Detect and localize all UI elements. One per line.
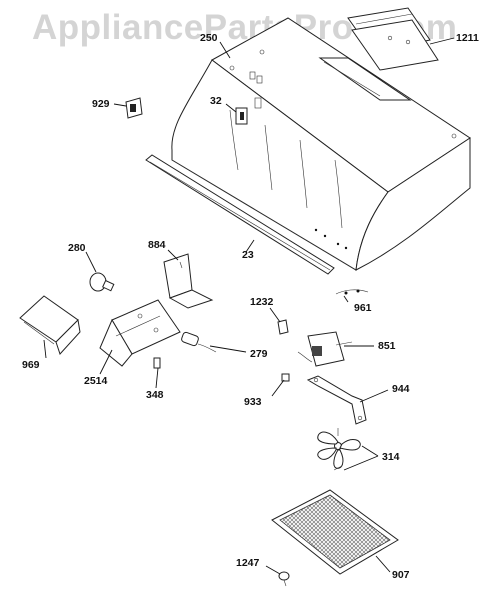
callout-1232: 1232 xyxy=(250,296,274,308)
callout-944: 944 xyxy=(392,383,410,395)
callout-2514: 2514 xyxy=(84,375,108,387)
capacitor xyxy=(181,331,217,353)
light-lens-cover xyxy=(19,295,81,355)
callout-279: 279 xyxy=(250,348,268,360)
callout-250: 250 xyxy=(200,32,218,44)
callout-348: 348 xyxy=(146,389,164,401)
callout-labels: 250 1211 929 32 23 280 884 1232 961 969 … xyxy=(22,32,479,581)
callout-314: 314 xyxy=(382,451,400,463)
wire-clip xyxy=(281,373,290,382)
fan-motor xyxy=(297,331,353,367)
front-trim-strip xyxy=(145,154,335,275)
fan-blade xyxy=(317,428,361,471)
callout-1247: 1247 xyxy=(236,557,260,569)
callout-32: 32 xyxy=(210,95,222,107)
rocker-switch xyxy=(125,97,143,119)
motor-bracket xyxy=(306,375,367,425)
lamp-bracket xyxy=(163,253,214,309)
callout-1211: 1211 xyxy=(456,32,479,44)
lamp-housing xyxy=(99,299,181,367)
callout-961: 961 xyxy=(354,302,372,314)
power-plug xyxy=(335,289,369,295)
grease-filter xyxy=(271,489,399,575)
callout-851: 851 xyxy=(378,340,396,352)
callout-884: 884 xyxy=(148,239,166,251)
screw xyxy=(278,571,290,587)
callout-280: 280 xyxy=(68,242,86,254)
mounting-clip xyxy=(277,319,289,335)
top-cover-panel xyxy=(347,7,439,71)
hood-body xyxy=(171,17,471,271)
callout-23: 23 xyxy=(242,249,254,261)
light-bulb xyxy=(89,272,115,292)
wire-connector xyxy=(153,357,161,369)
callout-929: 929 xyxy=(92,98,110,110)
callout-907: 907 xyxy=(392,569,410,581)
callout-933: 933 xyxy=(244,396,262,408)
callout-969: 969 xyxy=(22,359,40,371)
leader-lines xyxy=(43,37,455,575)
